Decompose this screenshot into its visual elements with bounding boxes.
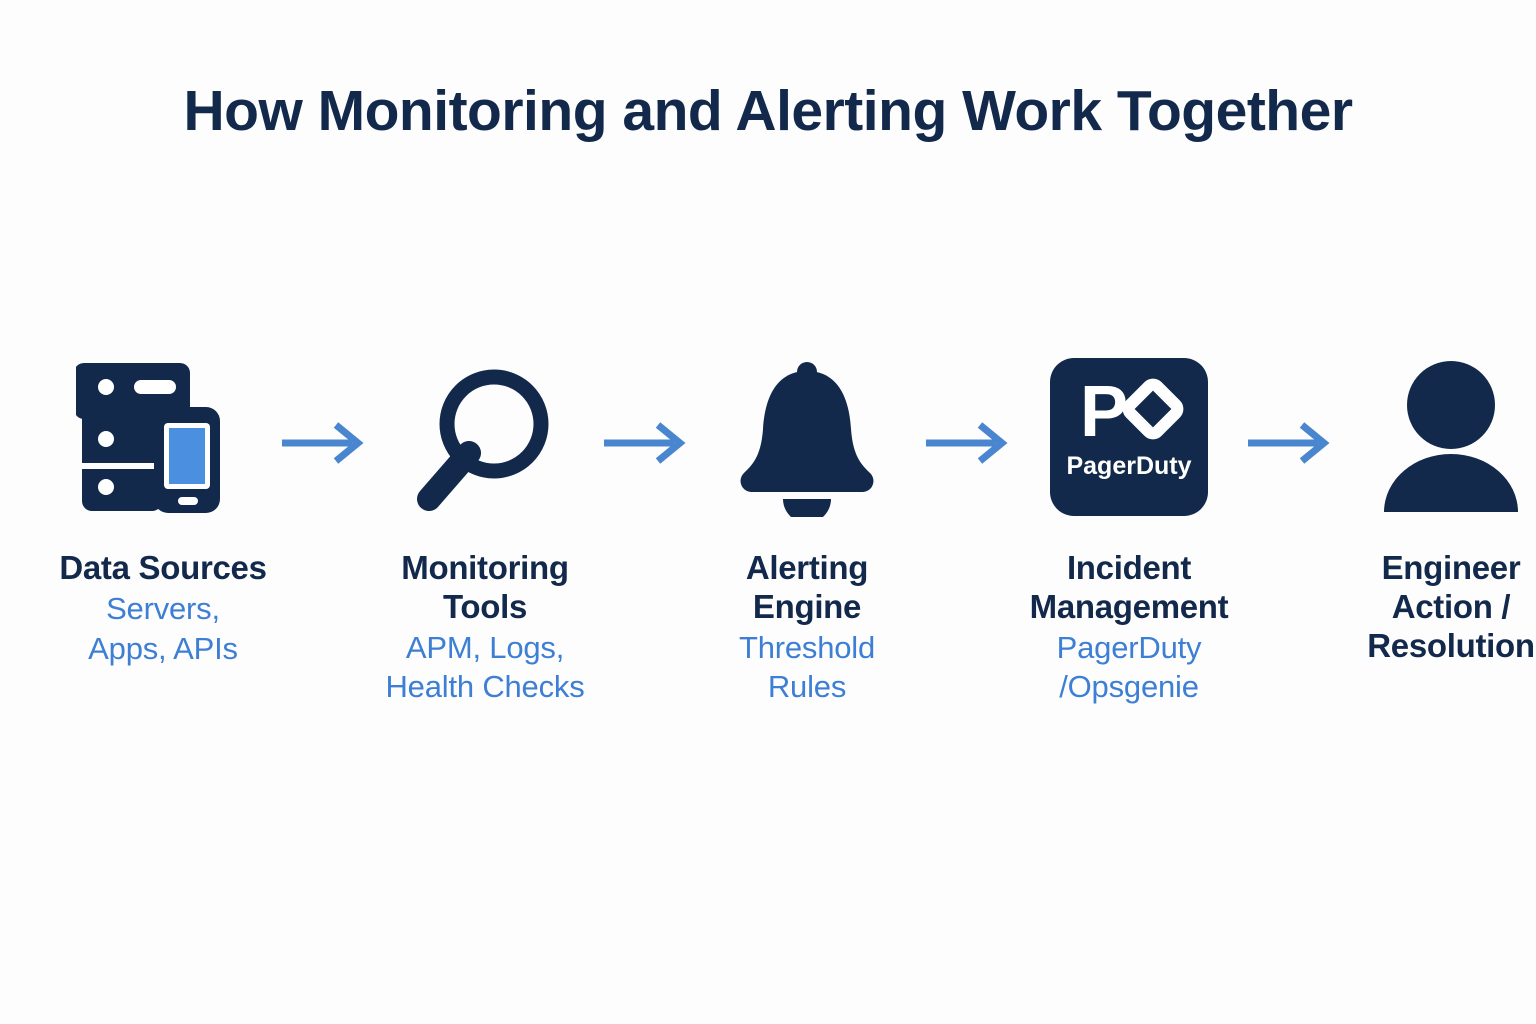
pagerduty-wordmark: PagerDuty (1066, 452, 1191, 480)
person-icon (1376, 357, 1526, 522)
arrow-right-icon-1 (278, 418, 370, 468)
step-subtitle-line-1: Threshold (738, 629, 876, 665)
step-title-line-1: Engineer (1381, 549, 1521, 586)
icon-container (732, 352, 882, 527)
step-title-line-2: Management (1029, 587, 1229, 625)
step-title: Data Sources (59, 549, 267, 586)
flow-step-monitoring-tools: Monitoring Tools APM, Logs, Health Check… (370, 352, 600, 706)
step-subtitle-line-2: Health Checks (385, 669, 585, 705)
step-subtitle-line-2: Rules (767, 669, 847, 705)
step-title-line-1: Monitoring (401, 549, 569, 586)
page-title: How Monitoring and Alerting Work Togethe… (183, 79, 1353, 143)
step-subtitle-line-1: PagerDuty (1056, 629, 1202, 665)
step-title-line-1: Alerting (745, 549, 869, 586)
icon-container (73, 352, 251, 527)
flow-step-incident-management: P PagerDuty Incident Management PagerDut… (1014, 352, 1244, 706)
process-flow: Data Sources Servers, Apps, APIs Monit (48, 352, 1535, 706)
svg-text:P: P (1080, 372, 1128, 452)
step-subtitle-line-1: Servers, (106, 590, 220, 626)
arrow-right-icon-4 (1244, 418, 1336, 468)
flow-step-alerting-engine: Alerting Engine Threshold Rules (692, 352, 922, 706)
flow-step-engineer-action: Engineer Action / Resolution (1336, 352, 1536, 666)
bell-icon (732, 357, 882, 523)
step-title-line-2: Action / (1391, 587, 1511, 625)
step-title-line-2: Engine (752, 587, 862, 625)
step-subtitle-line-1: APM, Logs, (405, 629, 565, 665)
pagerduty-logo-icon: P PagerDuty (1050, 358, 1208, 521)
step-subtitle-line-2: /Opsgenie (1059, 669, 1199, 705)
icon-container (1376, 352, 1526, 527)
flow-step-data-sources: Data Sources Servers, Apps, APIs (48, 352, 278, 667)
step-subtitle-line-2: Apps, APIs (88, 630, 238, 666)
step-title-line-2: Tools (442, 587, 528, 625)
step-title-line-1: Incident (1066, 549, 1192, 586)
arrow-right-icon-3 (922, 418, 1014, 468)
server-rack-and-mobile-icon (73, 357, 251, 522)
icon-container: P PagerDuty (1050, 352, 1208, 527)
icon-container (405, 352, 565, 527)
step-title-line-3: Resolution (1367, 626, 1535, 664)
arrow-right-icon-2 (600, 418, 692, 468)
magnifying-glass-icon (405, 357, 565, 522)
